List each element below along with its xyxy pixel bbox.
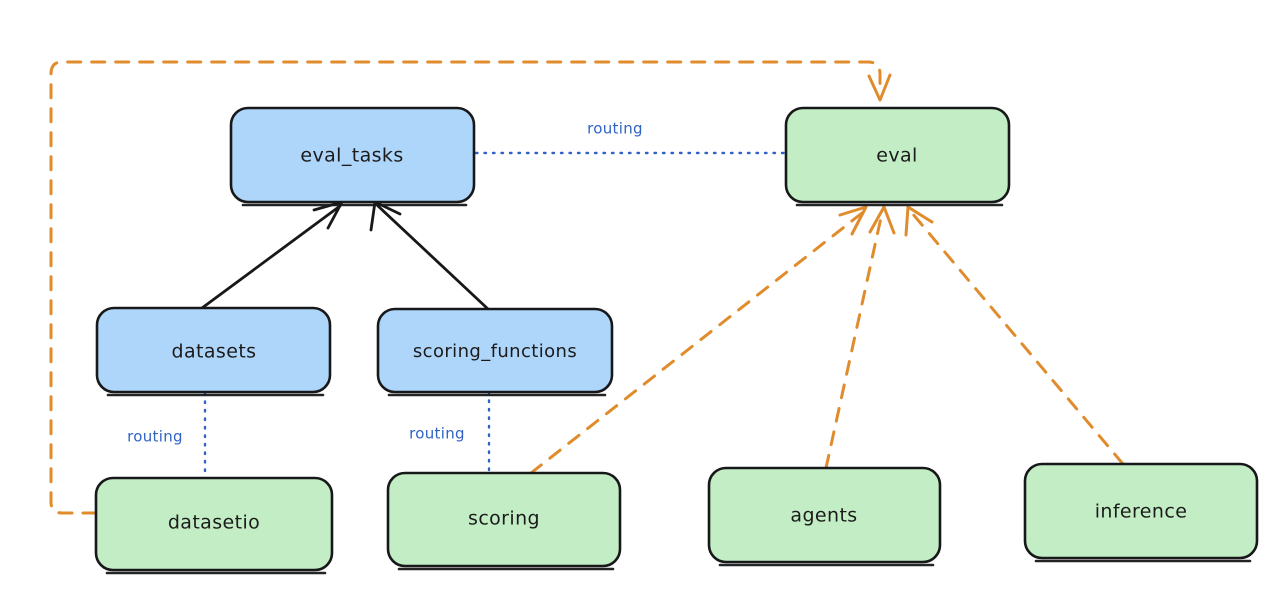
node-eval-box[interactable] bbox=[784, 106, 1011, 204]
node-scoring-box[interactable] bbox=[386, 471, 622, 568]
node-inference-label: inference bbox=[1095, 501, 1188, 523]
node-scoring[interactable]: scoring bbox=[386, 471, 622, 571]
edge-label-group: routing routing routing bbox=[127, 120, 643, 446]
node-datasetio[interactable]: datasetio bbox=[94, 476, 334, 575]
node-datasets-label: datasets bbox=[172, 341, 257, 363]
node-inference[interactable]: inference bbox=[1023, 462, 1259, 563]
edge-group-solid-dependencies bbox=[200, 200, 490, 311]
node-datasets-box[interactable] bbox=[95, 306, 332, 394]
edge-scoring_functions-eval_tasks bbox=[376, 204, 490, 311]
node-scoring_functions-box[interactable] bbox=[376, 307, 614, 394]
node-agents-box[interactable] bbox=[707, 466, 942, 564]
node-inference-box[interactable] bbox=[1023, 462, 1259, 560]
node-eval_tasks-box[interactable] bbox=[229, 106, 476, 204]
edge-label-routing-datasets: routing bbox=[127, 428, 183, 446]
node-datasetio-label: datasetio bbox=[168, 512, 260, 534]
node-datasetio-box[interactable] bbox=[94, 476, 334, 572]
edge-inference-eval bbox=[910, 211, 1125, 466]
node-agents-label: agents bbox=[790, 505, 857, 527]
node-agents[interactable]: agents bbox=[707, 466, 942, 567]
edge-datasetio-eval bbox=[49, 60, 882, 515]
edge-label-routing-scoring-functions: routing bbox=[409, 425, 465, 443]
edge-datasets-eval_tasks bbox=[200, 204, 342, 310]
node-scoring_functions[interactable]: scoring_functions bbox=[376, 307, 614, 397]
node-eval_tasks[interactable]: eval_tasks bbox=[229, 106, 476, 207]
edge-group-routing bbox=[203, 151, 786, 479]
edge-agents-eval bbox=[824, 211, 884, 470]
edge-datasetio-eval-arrowhead bbox=[867, 73, 892, 102]
edge-scoring-eval-arrowhead bbox=[838, 205, 868, 236]
node-eval[interactable]: eval bbox=[784, 106, 1011, 207]
edge-group-dashed-dependencies bbox=[49, 60, 1125, 515]
node-eval_tasks-label: eval_tasks bbox=[300, 145, 403, 167]
node-eval-label: eval bbox=[876, 145, 917, 167]
node-scoring-label: scoring bbox=[468, 508, 540, 530]
edge-label-routing-eval-tasks: routing bbox=[587, 120, 643, 138]
edge-agents-eval-arrowhead bbox=[868, 205, 896, 235]
edge-inference-eval-arrowhead bbox=[904, 205, 934, 237]
node-scoring_functions-label: scoring_functions bbox=[413, 341, 577, 362]
node-datasets[interactable]: datasets bbox=[95, 306, 332, 397]
